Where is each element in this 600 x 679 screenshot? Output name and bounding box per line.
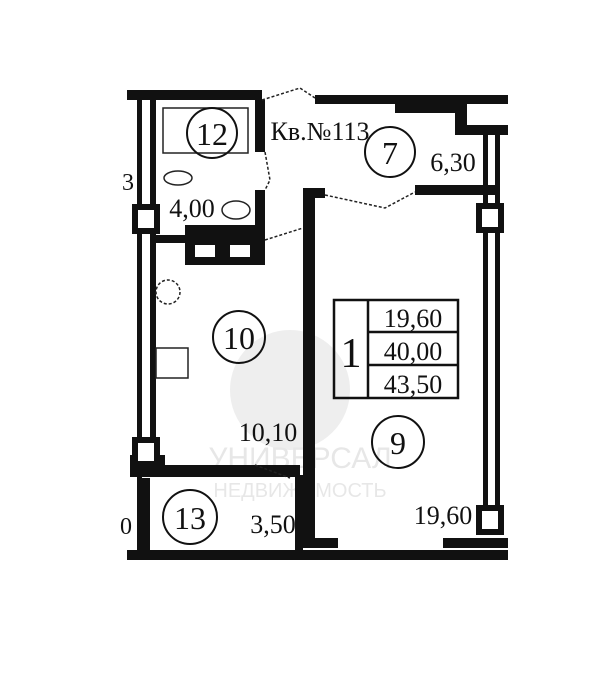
room-10-area: 10,10 [239,418,298,447]
rooms-count: 1 [341,331,362,377]
door-swings [254,87,416,479]
room-12-area: 4,00 [169,194,215,223]
room-7-number: 7 [382,135,398,171]
room-9-area: 19,60 [414,501,473,530]
walls [127,90,508,560]
room-13-marker [162,489,218,545]
room-7-area: 6,30 [430,148,476,177]
apartment-label: Кв.№113 [271,117,370,146]
living-area: 19,60 [384,304,443,333]
room-13-number: 13 [174,500,206,536]
total-area-with-balcony: 43,50 [384,370,443,399]
watermark-logo: УНИВЕРСАЛ НЕДВИЖИМОСТЬ [208,330,392,502]
room-10-marker [212,310,266,364]
room-7-marker [364,126,416,178]
total-area: 40,00 [384,337,443,366]
room-12-number: 12 [196,116,228,152]
room-13-area: 3,50 [250,510,296,539]
room-12-marker [186,107,238,159]
area-summary-table [332,298,460,400]
edge-fragment-left-bottom: 0 [120,514,132,540]
room-9-number: 9 [390,425,406,461]
room-9-marker [371,415,425,469]
room-10-number: 10 [223,320,255,356]
edge-fragment-left-top: 3 [122,170,134,196]
